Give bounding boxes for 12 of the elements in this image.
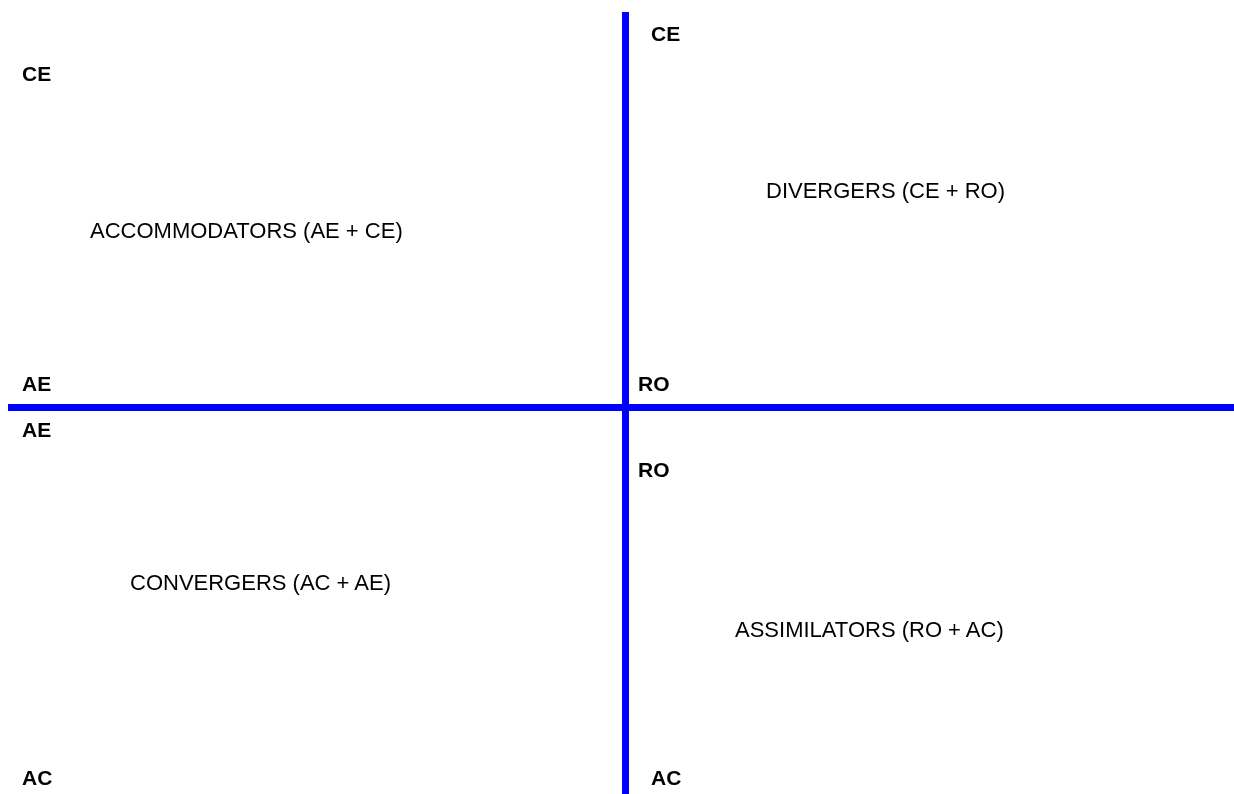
axis-label: AE [22, 418, 52, 443]
axis-label: CE [651, 22, 681, 47]
axis-label: CE [22, 62, 52, 87]
quadrant-label: DIVERGERS (CE + RO) [766, 178, 1005, 204]
quadrant-label: ACCOMMODATORS (AE + CE) [90, 218, 403, 244]
axis-label: AC [651, 766, 682, 791]
axis-label: AE [22, 372, 52, 397]
axis-label: RO [638, 458, 670, 483]
axis-label: RO [638, 372, 670, 397]
axis-label: AC [22, 766, 53, 791]
quadrant-label: ASSIMILATORS (RO + AC) [735, 617, 1004, 643]
quadrant-label: CONVERGERS (AC + AE) [130, 570, 391, 596]
